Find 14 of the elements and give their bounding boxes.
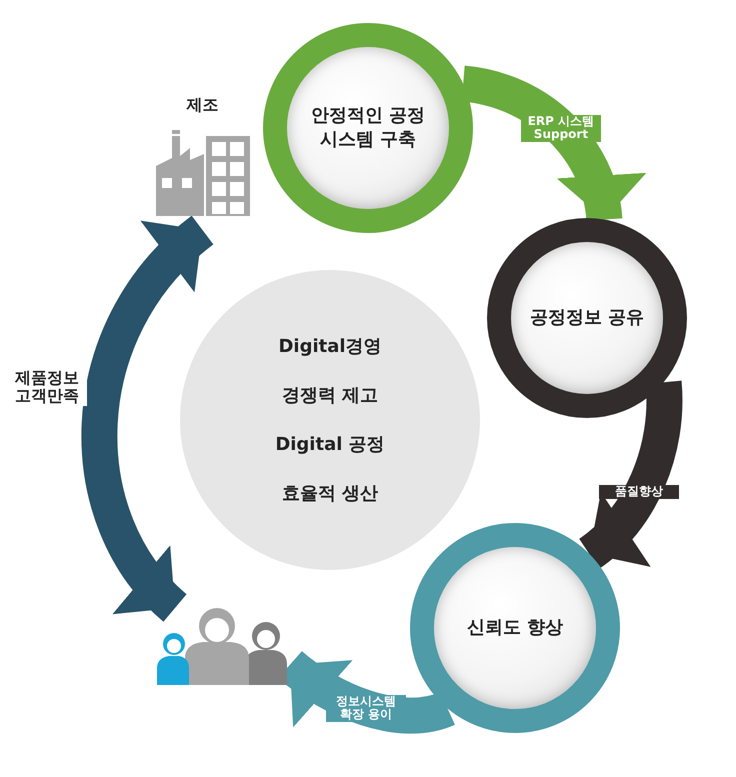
circle-text: Digital 공정	[275, 433, 385, 457]
edge-label: 정보시스템 확장 용이	[326, 694, 406, 722]
circle-text: 효율적 생산	[282, 482, 378, 506]
circle-text: 경쟁력 제고	[282, 384, 378, 408]
edge-label: 품질향상	[599, 485, 680, 499]
people-icon	[155, 608, 290, 685]
process-circle: 신뢰도 향상	[410, 523, 620, 733]
process-circle: 공정정보 공유	[487, 218, 687, 418]
circle-text: Digital경영	[278, 334, 382, 359]
process-circle: 안정적인 공정 시스템 구축	[263, 23, 473, 233]
edge-label: ERP 시스템 Support	[520, 114, 601, 142]
arrow	[460, 66, 644, 222]
arrow	[82, 216, 214, 621]
node-label: 제조	[186, 95, 218, 116]
